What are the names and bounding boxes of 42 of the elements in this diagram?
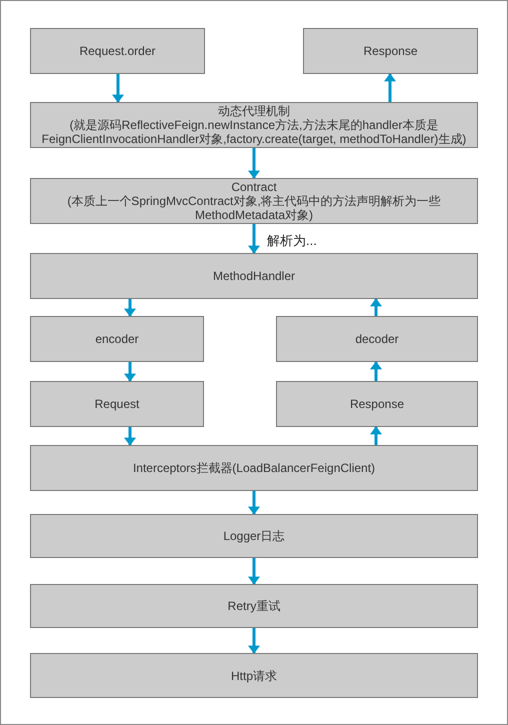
box-text: Http请求 — [230, 668, 277, 682]
arrow — [248, 491, 260, 515]
process-box — [30, 178, 478, 224]
arrow — [124, 362, 136, 382]
process-box — [30, 381, 204, 427]
process-box — [30, 514, 478, 558]
process-box — [30, 102, 478, 148]
process-box — [30, 316, 204, 362]
box-text: (就是源码ReflectiveFeign.newInstance方法,方法末尾的handler本质是FeignClientInvocationHandler对象,factory.create(target, methodToHandler)生成) — [40, 118, 468, 146]
box-title: Contract — [231, 180, 277, 194]
box-text: Interceptors拦截器(LoadBalancerFeignClient) — [132, 461, 376, 475]
arrow — [384, 73, 396, 102]
box-text: MethodHandler — [212, 269, 296, 283]
process-box — [30, 445, 478, 491]
arrow — [124, 299, 136, 317]
process-box — [30, 653, 478, 698]
box-title: 动态代理机制 — [218, 104, 290, 118]
box-text: Response — [363, 44, 418, 58]
arrow — [248, 148, 260, 179]
process-box — [30, 28, 205, 74]
edge-label: 解析为... — [266, 232, 318, 248]
box-text: Response — [350, 397, 404, 411]
arrow — [370, 426, 382, 445]
box-text: Request.order — [79, 44, 156, 58]
arrow — [370, 361, 382, 381]
process-box — [276, 316, 478, 362]
process-box — [30, 253, 478, 299]
box-text: Logger日志 — [223, 529, 285, 543]
arrow — [370, 298, 382, 316]
box-text: Request — [94, 397, 140, 411]
process-box — [30, 584, 478, 628]
arrow — [248, 224, 260, 254]
arrow — [112, 74, 124, 103]
arrow — [248, 558, 260, 585]
box-text: Retry重试 — [228, 599, 280, 613]
arrow — [248, 628, 260, 654]
process-box — [276, 381, 478, 427]
box-text: (本质上一个SpringMvcContract对象,将主代码中的方法声明解析为一些MethodMetadata对象) — [66, 194, 442, 222]
arrow — [124, 427, 136, 446]
box-text: encoder — [95, 332, 139, 346]
box-text: decoder — [355, 332, 399, 346]
process-box — [303, 28, 478, 74]
